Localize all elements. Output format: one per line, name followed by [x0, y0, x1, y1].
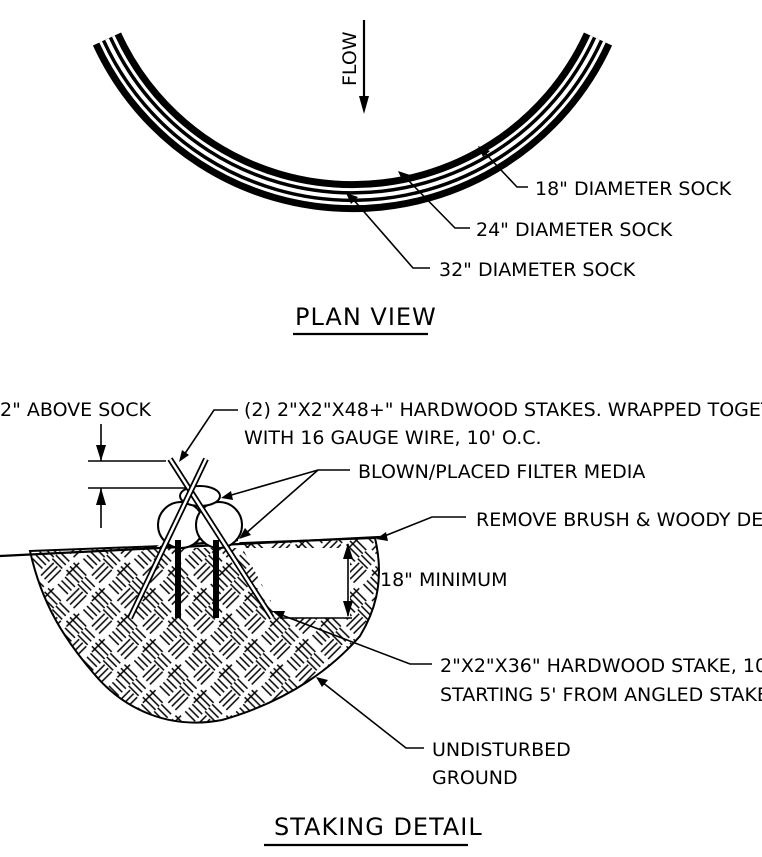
undisturbed-leader — [321, 681, 424, 749]
undisturbed-arrowhead — [316, 677, 328, 687]
above-sock-label: 2" ABOVE SOCK — [0, 399, 152, 421]
sock-24-leader — [403, 175, 470, 229]
sock-18-label: 18" DIAMETER SOCK — [535, 178, 732, 200]
flow-label: FLOW — [339, 31, 361, 86]
angled-stake-b-inner — [128, 458, 208, 619]
angled-stake-a-inner — [168, 458, 274, 619]
minimum-arrow-bottom — [343, 601, 353, 617]
minimum-label: 18" MINIMUM — [380, 569, 507, 591]
flow-arrowhead — [359, 96, 369, 114]
sock-32-arrowhead — [346, 193, 358, 204]
filter-media-arrowhead — [221, 491, 233, 500]
vertical-stake-left — [175, 540, 181, 618]
filter-media-arrowhead-2 — [239, 528, 251, 539]
filter-media-label: BLOWN/PLACED FILTER MEDIA — [358, 461, 645, 483]
staking-detail-title: STAKING DETAIL — [274, 813, 483, 841]
dim-arrow-bottom — [96, 488, 106, 505]
undisturbed-line1: UNDISTURBED — [432, 739, 571, 761]
sock-32-leader — [351, 197, 430, 269]
sock-18-arrowhead — [478, 146, 490, 157]
remove-brush-label: REMOVE BRUSH & WOODY DEBRIS — [476, 509, 762, 531]
hardwood-stakes-arrowhead — [179, 450, 189, 462]
hardwood-stakes-line2: WITH 16 GAUGE WIRE, 10' O.C. — [244, 427, 542, 449]
stake-36-leader — [278, 613, 432, 665]
stake-36-line2: STARTING 5' FROM ANGLED STAKES — [440, 684, 762, 706]
plan-view-title: PLAN VIEW — [295, 303, 437, 331]
undisturbed-line2: GROUND — [432, 767, 518, 789]
sock-24-arrowhead — [398, 171, 410, 182]
plan-view: FLOW 18" DIAMETER SOCK 24" DIAMETER SOCK… — [92, 20, 732, 336]
sock-18-leader — [483, 151, 528, 188]
filter-media-leader-2 — [243, 469, 319, 536]
minimum-arrow-top — [343, 543, 353, 559]
remove-brush-leader — [381, 516, 466, 538]
hardwood-stakes-line1: (2) 2"X2"X48+" HARDWOOD STAKES. WRAPPED … — [244, 399, 762, 421]
filter-media-leader — [227, 469, 350, 497]
hardwood-stakes-leader — [181, 409, 238, 459]
stake-36-arrowhead — [272, 611, 285, 619]
sock-32-label: 32" DIAMETER SOCK — [439, 259, 636, 281]
staking-detail: 2" ABOVE SOCK (2) 2"X2"X48+" HARDWOOD ST… — [0, 399, 762, 847]
remove-brush-arrowhead — [376, 532, 388, 541]
sock-24-label: 24" DIAMETER SOCK — [476, 219, 673, 241]
vertical-stake-right — [213, 540, 219, 618]
stake-36-line1: 2"X2"X36" HARDWOOD STAKE, 10' O.C. — [440, 655, 762, 677]
trench — [155, 540, 350, 618]
dim-arrow-top — [96, 445, 106, 461]
